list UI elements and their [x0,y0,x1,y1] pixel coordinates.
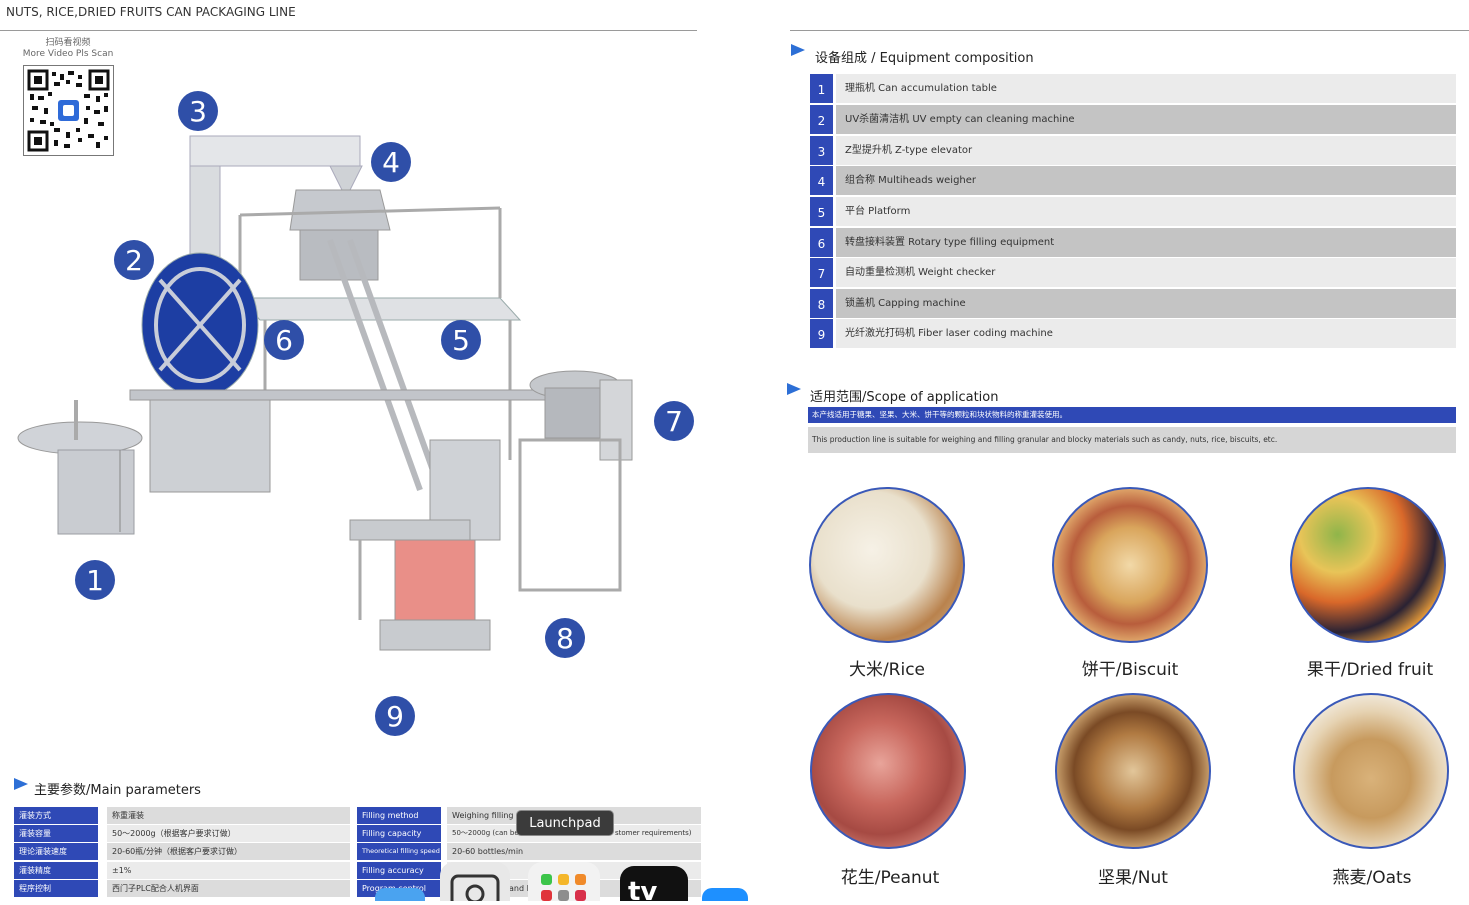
tv-icon: tv [628,877,657,905]
param-key: 灌装容量 [14,825,98,842]
equipment-title: 设备组成 / Equipment composition [815,51,1034,66]
equipment-num: 3 [810,136,833,165]
equipment-num: 9 [810,319,833,348]
flag-icon [787,383,801,395]
equipment-label: 理瓶机 Can accumulation table [836,74,1456,103]
marker-9: 9 [375,696,415,736]
param-key: Filling method [357,807,441,824]
equipment-label: 光纤激光打码机 Fiber laser coding machine [836,319,1456,348]
food-image-oats [1293,693,1449,849]
screenshot-app-icon[interactable] [440,862,510,905]
food-image-biscuit [1052,487,1208,643]
param-value: 20-60瓶/分钟（根据客户要求订做） [107,843,350,860]
launchpad-grid-icon [541,874,586,901]
equipment-row: 9 光纤激光打码机 Fiber laser coding machine [810,319,1456,348]
flag-icon [14,778,28,790]
equipment-num: 8 [810,289,833,318]
equipment-label: 平台 Platform [836,197,1456,226]
equipment-num: 1 [810,74,833,103]
param-value: 50～2000g（根据客户要求订做） [107,825,350,842]
equipment-label: 锁盖机 Capping machine [836,289,1456,318]
food-image-rice [809,487,965,643]
equipment-label: 转盘接料装置 Rotary type filling equipment [836,228,1456,257]
apple-tv-app-icon[interactable]: tv [620,866,688,905]
param-key: Theoretical filling speed [357,843,441,860]
param-value-tail: stomer requirements) [615,829,692,837]
header-rule-left [0,30,697,31]
qr-code-icon [27,69,110,152]
qr-caption-en: More Video Pls Scan [22,49,114,59]
equipment-row: 1 理瓶机 Can accumulation table [810,74,1456,103]
param-key: 理论灌装速度 [14,843,98,860]
page-title: NUTS, RICE,DRIED FRUITS CAN PACKAGING LI… [6,5,296,19]
marker-2: 2 [114,240,154,280]
scope-en-text: This production line is suitable for wei… [808,427,1456,453]
food-label-dried-fruit: 果干/Dried fruit [1306,660,1434,680]
marker-1: 1 [75,560,115,600]
marker-4: 4 [371,142,411,182]
qr-code [23,65,114,156]
scope-cn-text: 本产线适用于糖果、坚果、大米、饼干等的颗粒和块状物料的称重灌装使用。 [808,407,1456,423]
header-rule-right [790,30,1469,31]
food-image-dried-fruit [1290,487,1446,643]
equipment-label: UV杀菌清洁机 UV empty can cleaning machine [836,105,1456,134]
param-value: 称重灌装 [107,807,350,824]
qr-caption: 扫码看视频 More Video Pls Scan [18,38,118,60]
qr-caption-cn: 扫码看视频 [45,38,91,48]
equipment-num: 5 [810,197,833,226]
equipment-row: 8 锁盖机 Capping machine [810,289,1456,318]
equipment-label: 组合称 Multiheads weigher [836,166,1456,195]
param-value-head: 50～2000g (can be [452,829,519,837]
equipment-row: 6 转盘接料装置 Rotary type filling equipment [810,228,1456,257]
food-label-nut: 坚果/Nut [1098,868,1168,888]
param-key: Filling accuracy [357,862,441,879]
equipment-num: 7 [810,258,833,287]
equipment-label: Z型提升机 Z-type elevator [836,136,1456,165]
param-value: 西门子PLC配合人机界面 [107,880,350,897]
param-key: 灌装精度 [14,862,98,879]
params-title: 主要参数/Main parameters [34,783,201,798]
dock-blue-app-icon[interactable] [702,888,748,901]
equipment-num: 4 [810,166,833,195]
equipment-row: 7 自动重量检测机 Weight checker [810,258,1456,287]
equipment-row: 4 组合称 Multiheads weigher [810,166,1456,195]
scope-title: 适用范围/Scope of application [810,390,999,405]
marker-3: 3 [178,91,218,131]
food-label-peanut: 花生/Peanut [840,868,940,888]
launchpad-app-icon[interactable] [528,862,600,901]
param-key: 灌装方式 [14,807,98,824]
param-key: 程序控制 [14,880,98,897]
packaging-line-illustration [17,135,633,651]
food-label-oats: 燕麦/Oats [1332,868,1412,888]
food-image-nut [1055,693,1211,849]
camera-icon [450,874,500,905]
food-label-rice: 大米/Rice [848,660,926,680]
marker-8: 8 [545,618,585,658]
marker-7: 7 [654,401,694,441]
equipment-label: 自动重量检测机 Weight checker [836,258,1456,287]
svg-text:tv: tv [628,877,657,901]
marker-6: 6 [264,320,304,360]
dock-app-icon[interactable] [375,888,425,901]
flag-icon [791,44,805,56]
equipment-row: 2 UV杀菌清洁机 UV empty can cleaning machine [810,105,1456,134]
param-value: ±1% [107,862,350,879]
param-key: Filling capacity [357,825,441,842]
equipment-num: 2 [810,105,833,134]
equipment-row: 5 平台 Platform [810,197,1456,226]
launchpad-tooltip: Launchpad [516,810,614,836]
equipment-row: 3 Z型提升机 Z-type elevator [810,136,1456,165]
food-label-biscuit: 饼干/Biscuit [1081,660,1179,680]
food-image-peanut [810,693,966,849]
equipment-num: 6 [810,228,833,257]
param-value: 20-60 bottles/min [447,843,701,860]
marker-5: 5 [441,320,481,360]
